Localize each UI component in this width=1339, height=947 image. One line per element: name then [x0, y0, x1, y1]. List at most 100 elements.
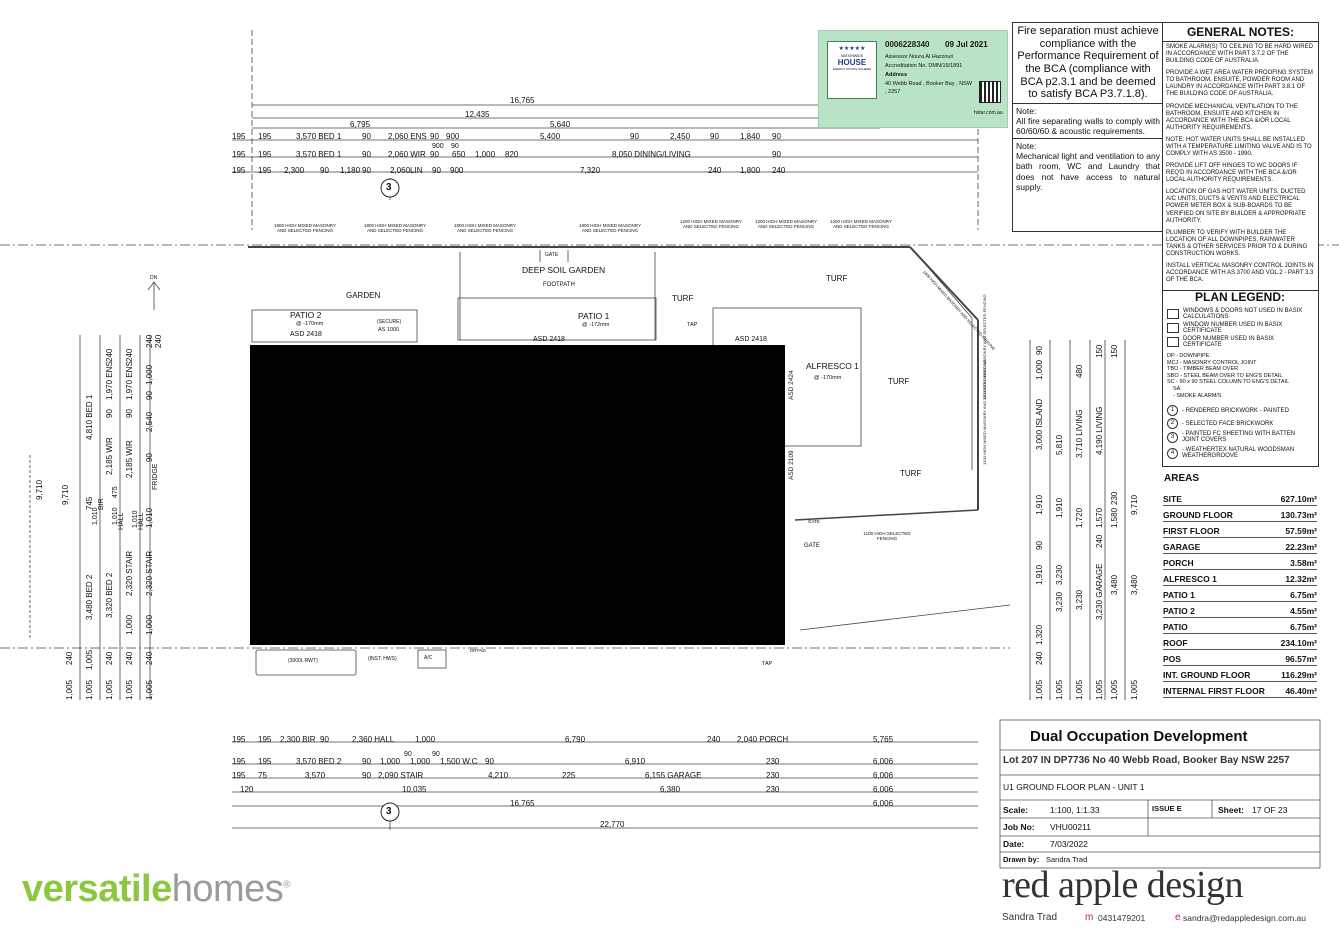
asd2418a-label: ASD 2418 — [533, 336, 565, 343]
energy-certificate: ★★★★★ NATIONWIDE HOUSE ENERGY RATING SCH… — [818, 30, 1008, 128]
general-note-item: PLUMBER TO VERIFY WITH BUILDER THE LOCAT… — [1166, 229, 1308, 257]
rdim1-4: 1,910 — [1035, 494, 1044, 515]
general-note-item: NOTE: HOT WATER UNITS SHALL BE INSTALLED… — [1166, 136, 1312, 158]
bdim6: 22,770 — [600, 820, 625, 829]
issue-value: ISSUE E — [1152, 804, 1182, 813]
legend-swatch-icon — [1167, 309, 1179, 319]
fence-label-6: 1200 HIGH MIXED MASONRY AND SELECTED FEN… — [830, 219, 892, 229]
dim-r1-11: 1,840 — [740, 132, 761, 141]
rdim1-0: 150 — [1095, 344, 1104, 358]
tap-label-1: TAP — [687, 322, 698, 328]
ldim5-3: 2,540 — [145, 411, 154, 432]
bdim2-1: 195 — [258, 757, 272, 766]
bdim4-2: 6,380 — [660, 785, 681, 794]
gate-label-2: GATE — [804, 543, 820, 549]
patio1-label: PATIO 1 — [578, 311, 610, 321]
bdim1-9: 5,765 — [873, 735, 894, 744]
areas-title: AREAS — [1164, 473, 1200, 484]
ldim1-1: 4,810 BED 1 — [85, 394, 94, 440]
ldim4-7: 1,005 — [145, 679, 154, 700]
bdim4-0: 120 — [240, 785, 254, 794]
cert-accreditation: Accreditation No. DMN/19/1891 — [885, 63, 963, 69]
section-label-top: 3 — [386, 182, 392, 193]
bdim4-1: 10,035 — [402, 785, 427, 794]
building-footprint — [250, 345, 785, 645]
qr-code-icon — [979, 81, 1001, 103]
dim-r2-5: 90 — [430, 150, 439, 159]
dim-r1-6: 900 — [446, 132, 460, 141]
patio1-fall: @ -172mm — [582, 322, 610, 328]
fence-label-2: 1800 HIGH MIXED MASONRY AND SELECTED FEN… — [454, 223, 516, 233]
bdim3-8: 230 — [766, 771, 780, 780]
bdim3-2: 3,570 — [305, 771, 326, 780]
finish-item: 2- SELECTED FACE BRICKWORK — [1167, 418, 1273, 429]
fence-label-5: 1200 HIGH MIXED MASONRY AND SELECTED FEN… — [755, 219, 817, 229]
rdim2-1: 1,910 — [1055, 497, 1064, 518]
rdim1-10: 1,005 — [1035, 679, 1044, 700]
dim-r1-2: 3,570 BED 1 — [296, 132, 342, 141]
job-value: VHU00211 — [1050, 822, 1091, 832]
fence-label-4: 1200 HIGH MIXED MASONRY AND SELECTED FEN… — [680, 219, 742, 229]
red-apple-design-logo: red apple design — [1002, 864, 1244, 906]
project-title: Dual Occupation Development — [1030, 728, 1248, 745]
ldim4-6: 240 — [145, 651, 154, 665]
bdim2-10: 6,006 — [873, 757, 894, 766]
dim-r1-7: 5,400 — [540, 132, 561, 141]
fence-label-3: 1800 HIGH MIXED MASONRY AND SELECTED FEN… — [579, 223, 641, 233]
rdim4-0: 4,190 LIVING — [1095, 406, 1104, 455]
ldim5-4: 90 — [145, 453, 154, 462]
dim-overall: 16,765 — [510, 96, 535, 105]
ldim1-9: 1,005 — [85, 649, 94, 670]
scale-label: Scale: — [1003, 805, 1029, 815]
rdim5-0: 150 — [1110, 344, 1119, 358]
rdim3-2: 1,720 — [1075, 507, 1084, 528]
bdim3-7: 6,155 GARAGE — [645, 771, 702, 780]
dim-r3-3: 90 — [320, 166, 329, 175]
bdim3-4: 2,090 STAIR — [378, 771, 424, 780]
patio2-fall: @ -170mm — [296, 321, 324, 327]
legend-door-icon — [1167, 337, 1179, 347]
dim-r2-6: 650 — [452, 150, 466, 159]
as1000-label: AS 1000 — [378, 327, 400, 333]
dim-r3-4: 1,180 — [340, 166, 361, 175]
tap-label-2: TAP — [762, 661, 773, 667]
general-note-item: SMOKE ALARM(S) TO CEILING TO BE HARD WIR… — [1166, 44, 1313, 65]
ldim4-2: HALL — [138, 512, 145, 530]
legend-item: WINDOW NUMBER USED IN BASIX CERTIFICATE — [1167, 322, 1308, 334]
alfresco-fall: @ -170mm — [814, 375, 842, 381]
general-note-item: PROVIDE A WET AREA WATER PROOFING SYSTEM… — [1166, 70, 1313, 98]
rdim1-9: 240 — [1035, 651, 1044, 665]
phone-label: m — [1085, 912, 1094, 923]
rdim5-2: 230 — [1110, 491, 1119, 505]
rdim2-2: 3,230 — [1055, 564, 1064, 585]
bdim2-8: 6,910 — [625, 757, 646, 766]
bdim3-0: 195 — [232, 771, 246, 780]
rdim6-1: 3,480 — [1130, 574, 1139, 595]
fire-note-2-title: Note: — [1016, 141, 1037, 152]
general-notes-list: SMOKE ALARM(S) TO CEILING TO BE HARD WIR… — [1163, 42, 1318, 291]
fence-label-0: 1800 HIGH MIXED MASONRY AND SELECTED FEN… — [274, 223, 336, 233]
dim-r2b-1: 90 — [451, 143, 459, 150]
bdim1b-1: 90 — [432, 751, 440, 758]
bdim1-3: 90 — [320, 735, 329, 744]
ldim2-0: 9,710 — [35, 479, 44, 500]
ldim4-5: 1,000 — [145, 614, 154, 635]
dim-r2-0: 195 — [232, 150, 246, 159]
rwt-label: (3000L RWT) — [288, 658, 318, 664]
finish-item: 1- RENDERED BRICKWORK - PAINTED — [1167, 405, 1289, 416]
general-notes-title: GENERAL NOTES: — [1163, 23, 1318, 42]
section-marker-top — [380, 178, 400, 198]
dim-6795: 6,795 — [350, 120, 371, 129]
bdim1-2: 2,300 BIR — [280, 735, 316, 744]
patio2-label: PATIO 2 — [290, 310, 322, 320]
ldim2-3: BIR — [98, 498, 105, 510]
designer-name: Sandra Trad — [1002, 912, 1058, 923]
email-label: e — [1175, 912, 1181, 923]
cert-url: hstar.com.au — [974, 110, 1003, 116]
scale-value: 1:100, 1:1.33 — [1050, 805, 1100, 815]
ldim3-4: 2,185 WIR — [125, 440, 134, 478]
